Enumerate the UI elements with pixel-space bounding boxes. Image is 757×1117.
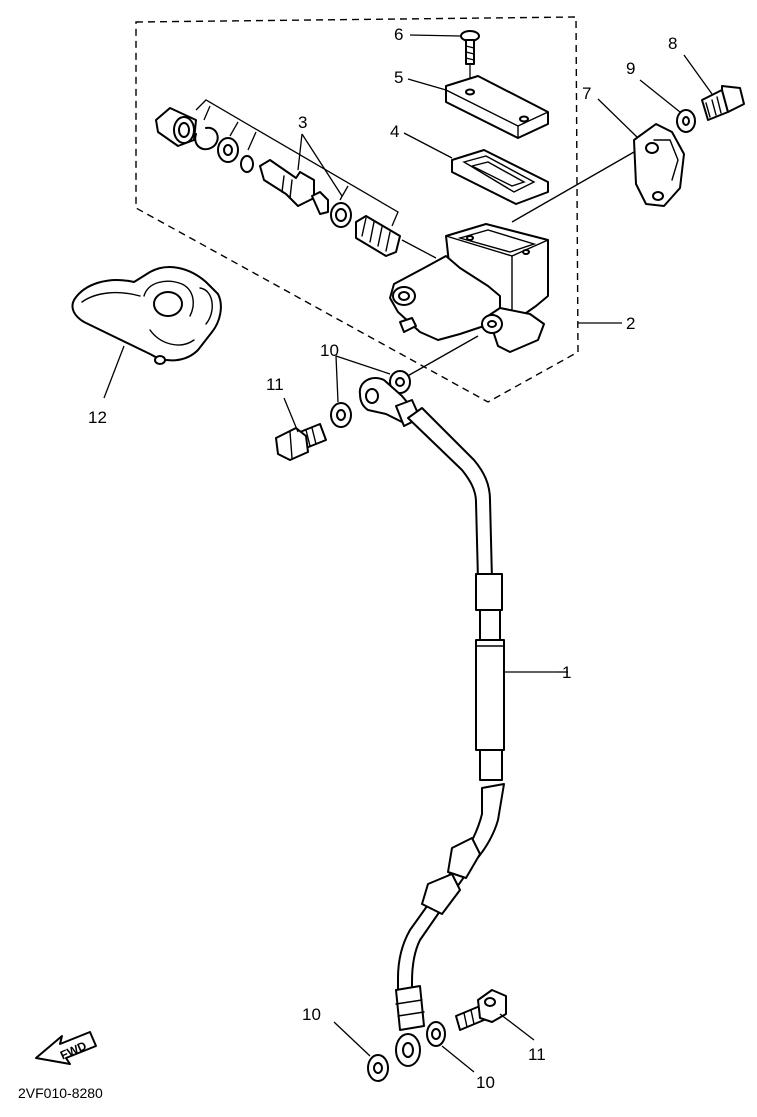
callout-6: 6 <box>394 25 403 44</box>
callout-7: 7 <box>582 84 591 103</box>
callout-11-upper: 11 <box>266 375 284 394</box>
part-12-lever-cover <box>71 266 222 399</box>
part-4-diaphragm <box>451 149 549 205</box>
callout-9: 9 <box>626 59 635 78</box>
part-10-washers-upper <box>330 355 411 428</box>
part-7-holder <box>511 123 685 223</box>
part-3-piston-kit <box>155 99 437 259</box>
callout-10-lower-left: 10 <box>302 1005 321 1024</box>
part-8-bolt <box>701 85 745 121</box>
part-2-master-cylinder-body <box>389 223 549 379</box>
callout-4: 4 <box>390 122 399 141</box>
diagram-code: 2VF010-8280 <box>18 1085 103 1101</box>
callout-12: 12 <box>88 408 107 427</box>
callout-3: 3 <box>298 113 307 132</box>
callout-1: 1 <box>562 663 571 682</box>
part-10-washers-lower <box>333 1021 475 1082</box>
part-6-screw <box>460 30 480 92</box>
fwd-arrow-icon: FWD <box>35 1031 97 1065</box>
part-11-union-bolt-lower <box>455 989 535 1041</box>
part-9-washer <box>676 109 696 133</box>
callout-2: 2 <box>626 314 635 333</box>
callout-5: 5 <box>394 68 403 87</box>
assembly-boundary <box>135 16 579 403</box>
part-5-reservoir-cap <box>445 75 549 139</box>
callout-8: 8 <box>668 34 677 53</box>
callout-10-lower-right: 10 <box>476 1073 495 1092</box>
part-11-union-bolt-upper <box>275 397 327 461</box>
part-1-brake-hose <box>358 376 568 1067</box>
callout-10-upper: 10 <box>320 341 339 360</box>
callout-11-lower: 11 <box>528 1045 546 1064</box>
